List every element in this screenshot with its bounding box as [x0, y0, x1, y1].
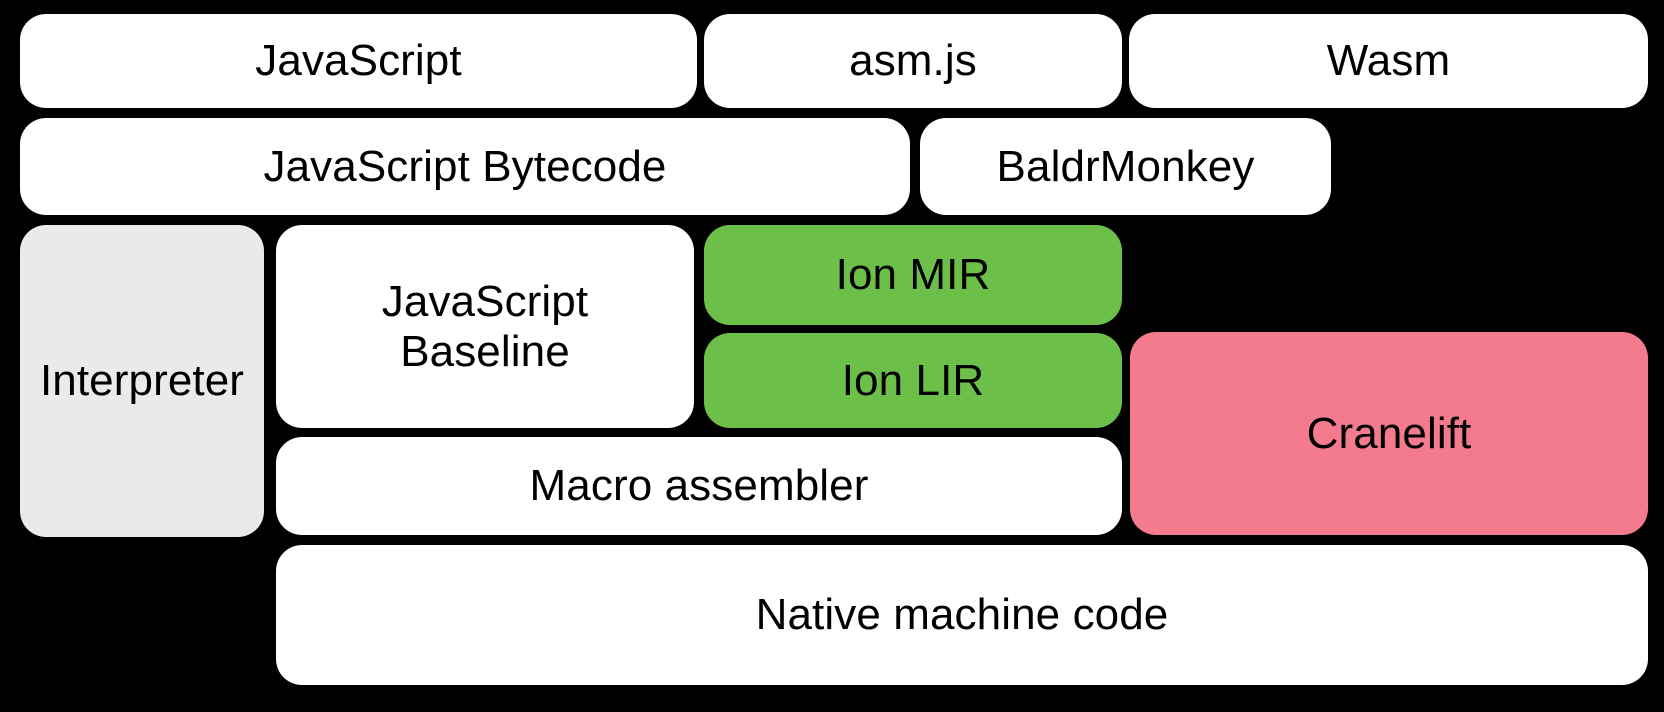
node-asmjs[interactable]: asm.js	[704, 14, 1122, 108]
node-cranelift[interactable]: Cranelift	[1130, 332, 1648, 535]
node-ion-mir[interactable]: Ion MIR	[704, 225, 1122, 325]
node-javascript-bytecode[interactable]: JavaScript Bytecode	[20, 118, 910, 215]
node-interpreter[interactable]: Interpreter	[20, 225, 264, 537]
node-wasm[interactable]: Wasm	[1129, 14, 1648, 108]
node-macro-assembler[interactable]: Macro assembler	[276, 437, 1122, 535]
node-javascript[interactable]: JavaScript	[20, 14, 697, 108]
node-ion-lir[interactable]: Ion LIR	[704, 333, 1122, 428]
node-javascript-baseline[interactable]: JavaScript Baseline	[276, 225, 694, 428]
node-baldrmonkey[interactable]: BaldrMonkey	[920, 118, 1331, 215]
node-native-machine-code[interactable]: Native machine code	[276, 545, 1648, 685]
